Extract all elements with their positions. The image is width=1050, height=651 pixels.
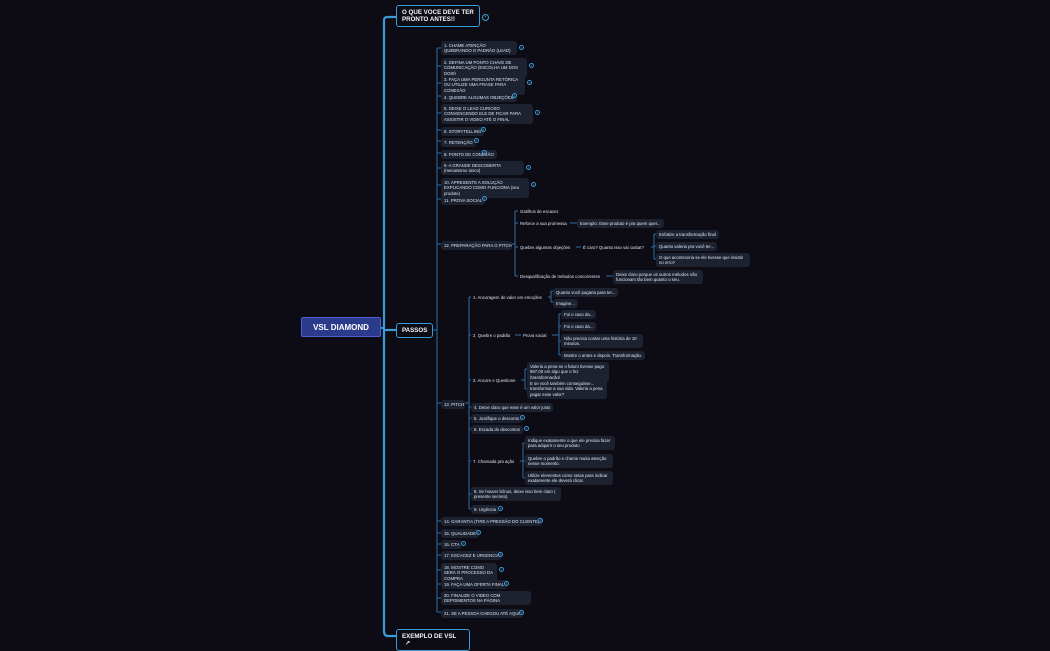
branch-exemplo[interactable]: EXEMPLO DE VSL ↗ [396, 629, 470, 651]
step-21[interactable]: 21. SE A PESSOA CHEGOU ATÉ AQUI [441, 609, 523, 618]
anchor-question-a[interactable]: Valeria a pena se o futuro tivesse pago … [527, 362, 609, 382]
expand-icon[interactable]: › [524, 426, 529, 431]
expand-icon[interactable]: › [474, 138, 479, 143]
pitch-anchoring-a[interactable]: Quanto você pagaria para ter... [553, 288, 619, 297]
step-5[interactable]: 5. DEIXE O LEAD CURIOSO CONVENCENDO ELE … [441, 104, 533, 124]
expand-icon[interactable]: › [527, 80, 532, 85]
branch-exemplo-label: EXEMPLO DE VSL [402, 633, 457, 640]
branch-passos[interactable]: PASSOS [396, 323, 433, 338]
expand-icon[interactable]: › [519, 45, 524, 50]
expand-icon[interactable]: › [526, 165, 531, 170]
step-13[interactable]: 13. PITCH [441, 400, 465, 409]
pitch-anchoring[interactable]: 1. Ancoragem de valor em emoções [473, 295, 542, 300]
step-9[interactable]: 9. A GRANDE DESCOBERTA (mecanismo único) [441, 161, 524, 176]
step-12[interactable]: 12. PREPARAÇÃO PARA O PITCH [441, 241, 512, 250]
reinforce-promise[interactable]: Reforce a sua promessa [520, 221, 567, 226]
social-proof-4[interactable]: Mostre o antes e depois. Transformação. [561, 351, 646, 360]
external-link-icon[interactable]: ↗ [405, 640, 411, 647]
disqualify-competitors[interactable]: Desqualificação de métodos concorrentes [520, 274, 601, 279]
objection-expensive[interactable]: É caro? Quanto isso vai custar? [583, 245, 644, 250]
break-objections[interactable]: Quebre algumas objeções [520, 245, 571, 250]
collapse-icon[interactable]: › [482, 14, 489, 21]
expand-icon[interactable]: › [481, 127, 486, 132]
step-4[interactable]: 4. QUEBRE ALGUMAS OBJEÇÕES [441, 93, 517, 102]
expand-icon[interactable]: › [482, 150, 487, 155]
expand-icon[interactable]: › [482, 196, 487, 201]
pitch-bonus[interactable]: 8. Se houver bônus, deixe isso bem claro… [471, 487, 561, 502]
expand-icon[interactable]: › [519, 610, 524, 615]
what-if-error[interactable]: O que aconteceria se ele tivesse que ins… [656, 253, 750, 268]
pitch-anchor-question[interactable]: 3. Ancore e Questione [473, 378, 516, 383]
step-1[interactable]: 1. CHAME ATENÇÃO QUEBRANDO O PADRÃO (LEA… [441, 41, 517, 56]
scarcity-triggers[interactable]: Gatilhos de escacez [520, 209, 559, 214]
expand-icon[interactable]: › [498, 506, 503, 511]
anchor-question-b[interactable]: E se você também conseguisse... transfor… [527, 379, 607, 399]
expand-icon[interactable]: › [504, 581, 509, 586]
cta-a[interactable]: Indique exatamente o que ele precisa faz… [525, 436, 615, 451]
pitch-anchoring-b[interactable]: Imagine... [553, 299, 578, 308]
root-node[interactable]: VSL DIAMOND [301, 317, 381, 337]
expand-icon[interactable]: › [535, 110, 540, 115]
expand-icon[interactable]: › [538, 518, 543, 523]
pitch-urgency[interactable]: 9. Urgência [471, 505, 499, 514]
step-16[interactable]: 16. CTA [441, 540, 463, 549]
step-19[interactable]: 19. FAÇA UMA OFERTA FINAL [441, 580, 508, 589]
step-11[interactable]: 11. PROVA SOCIAL [441, 196, 486, 205]
social-proof[interactable]: Prova social [523, 333, 547, 338]
step-20[interactable]: 20. FINALIZE O VIDEO COM DEPOIMENTOS NA … [441, 591, 531, 606]
pitch-justify-discount[interactable]: 5. Justifique o desconto [471, 414, 523, 423]
step-14[interactable]: 14. GARANTIA (TIRE A PRESSÃO DO CLIENTE) [441, 517, 543, 526]
social-proof-3[interactable]: Não precisa contar uma história de 10 mi… [561, 334, 643, 349]
step-3[interactable]: 3. FAÇA UMA PERGUNTA RETÓRICA OU UTILIZE… [441, 75, 525, 95]
make-clear-competitors[interactable]: Deixe claro porque os outros métodos não… [613, 270, 703, 285]
step-10[interactable]: 10. APRESENTE A SOLUÇÃO EXPLICANDO COMO … [441, 178, 529, 198]
step-18[interactable]: 18. MOSTRE COMO SERÁ O PROCESSO DA COMPR… [441, 563, 497, 583]
step-6[interactable]: 6. STORYTELLING [441, 127, 485, 136]
pitch-call-to-action[interactable]: 7. Chamada pra ação [473, 459, 515, 464]
expand-icon[interactable]: › [476, 530, 481, 535]
social-proof-2[interactable]: Foi o caso da... [561, 322, 597, 331]
expand-icon[interactable]: › [520, 415, 525, 420]
expand-icon[interactable]: › [499, 567, 504, 572]
expand-icon[interactable]: › [531, 182, 536, 187]
social-proof-1[interactable]: Foi o caso da... [561, 310, 597, 319]
step-15[interactable]: 15. QUALIDADE [441, 529, 480, 538]
step-7[interactable]: 7. RETENÇÃO [441, 138, 476, 147]
step-2[interactable]: 2. DEFINA UM PONTO CHAVE DE COMUNICAÇÃO … [441, 58, 527, 78]
cta-b[interactable]: Quebre o padrão e chame muita atenção ne… [525, 454, 613, 469]
how-much-worth[interactable]: Quanto valeria pra você ter... [656, 242, 718, 251]
emphasize-transformation[interactable]: Enfatize a transformação final [656, 230, 719, 239]
pitch-discount-ladder[interactable]: 6. Escada de descontos [471, 425, 523, 434]
step-17[interactable]: 17. ESCACEZ E URGENCIA [441, 551, 503, 560]
pitch-break-pattern[interactable]: 2. Quebre o padrão [473, 333, 511, 338]
expand-icon[interactable]: › [529, 63, 534, 68]
reinforce-example[interactable]: Exemplo: Esse produto é pra quem quer... [577, 219, 664, 228]
expand-icon[interactable]: › [461, 541, 466, 546]
cta-c[interactable]: Utilize elementos como setas para indica… [525, 471, 613, 486]
branch-prep[interactable]: O QUE VOCE DEVE TER PRONTO ANTES!! [396, 5, 480, 27]
expand-icon[interactable]: › [498, 552, 503, 557]
step-8[interactable]: 8. PONTO DE CONEXÃO [441, 150, 497, 159]
expand-icon[interactable]: › [512, 93, 517, 98]
pitch-fair-value[interactable]: 4. Deixe claro que esse é um valor justo [471, 403, 554, 412]
